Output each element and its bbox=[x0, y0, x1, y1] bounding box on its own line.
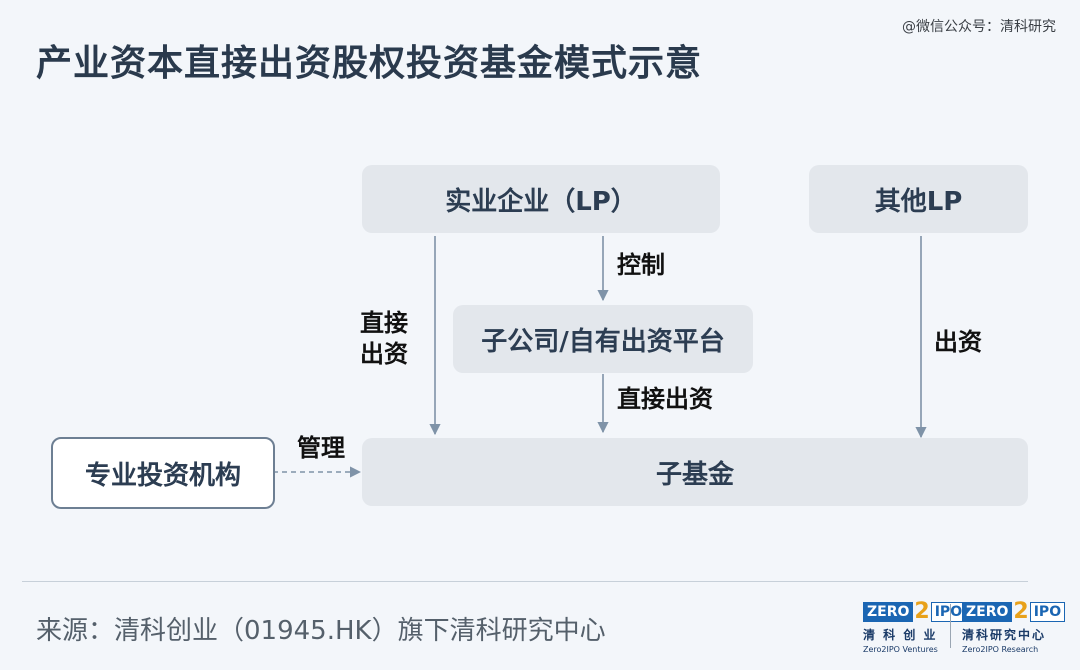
node-industrial-lp: 实业企业（LP） bbox=[362, 165, 720, 233]
node-sub-fund: 子基金 bbox=[362, 438, 1028, 506]
page-title: 产业资本直接出资股权投资基金模式示意 bbox=[36, 43, 703, 84]
node-other-lp: 其他LP bbox=[809, 165, 1028, 233]
watermark: @微信公众号：清科研究 bbox=[902, 19, 1056, 35]
edge-label-manage: 管理 bbox=[297, 434, 345, 462]
logo-separator bbox=[950, 604, 951, 648]
divider bbox=[22, 581, 1028, 582]
node-professional-institution: 专业投资机构 bbox=[51, 437, 275, 509]
edge-label-direct-invest-mid: 直接出资 bbox=[617, 385, 713, 413]
edge-label-control: 控制 bbox=[617, 251, 665, 279]
edge-label-invest-right: 出资 bbox=[934, 328, 982, 356]
edge-label-direct-invest-left: 直接 出资 bbox=[360, 309, 408, 369]
node-subsidiary: 子公司/自有出资平台 bbox=[453, 305, 753, 373]
source-note: 来源：清科创业（01945.HK）旗下清科研究中心 bbox=[36, 616, 606, 646]
